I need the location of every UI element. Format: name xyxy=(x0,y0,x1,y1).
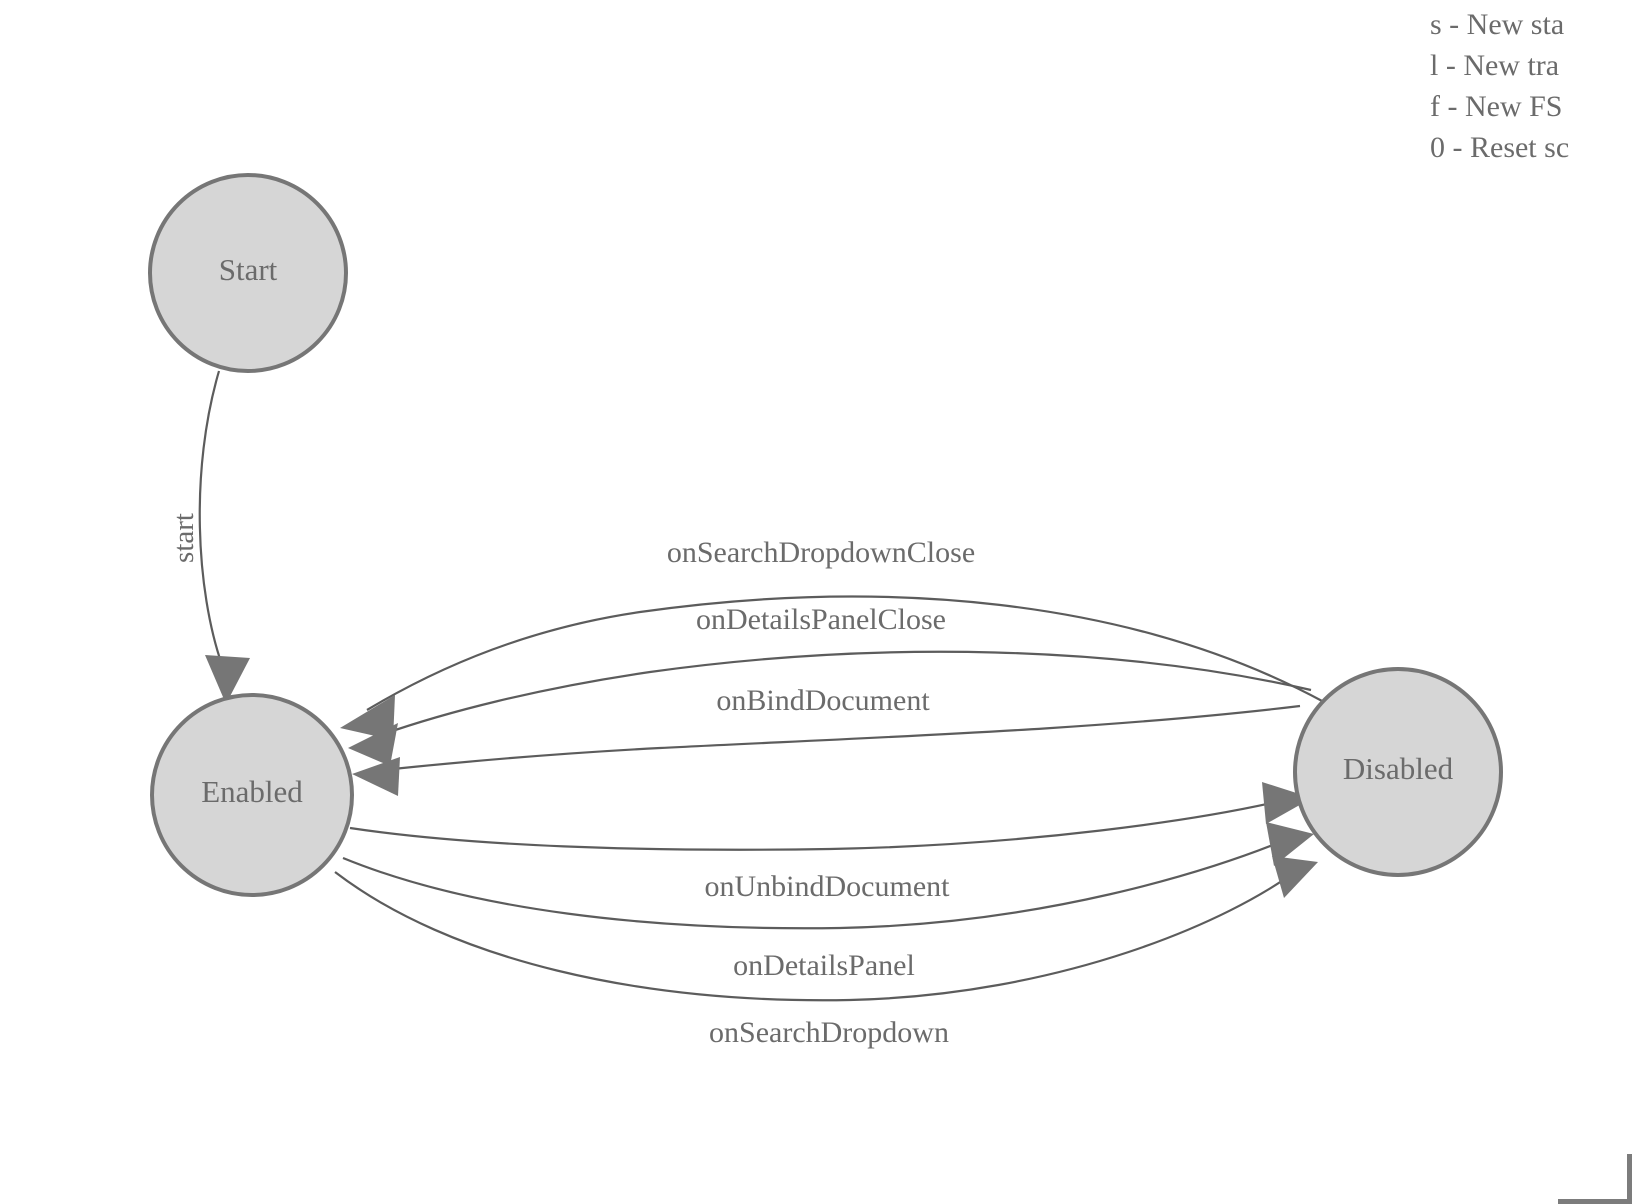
edge-enabled-to-disabled-onsearchdropdown[interactable] xyxy=(334,856,1318,1002)
edge-label-onsearchdropdownclose: onSearchDropdownClose xyxy=(667,536,975,569)
edge-path-start xyxy=(198,370,224,666)
edge-labels-layer: start onSearchDropdownClose onDetailsPan… xyxy=(168,513,975,1049)
node-disabled[interactable]: Disabled xyxy=(1293,667,1503,877)
edge-path-onunbinddocument xyxy=(349,798,1286,851)
edges-layer xyxy=(198,370,1325,1002)
keyboard-shortcuts-panel: s - New sta l - New tra f - New FS 0 - R… xyxy=(1430,0,1632,168)
node-disabled-label: Disabled xyxy=(1343,751,1454,786)
edge-label-start: start xyxy=(168,513,200,563)
node-start[interactable]: Start xyxy=(148,173,348,373)
resize-handle-horizontal-bar xyxy=(1558,1199,1632,1204)
edge-arrowhead-onsearchdropdownclose xyxy=(340,695,395,740)
edge-arrowhead-ondetailspanel xyxy=(1266,822,1314,866)
node-enabled-circle[interactable] xyxy=(150,693,354,897)
edge-path-onbinddocument xyxy=(382,704,1301,772)
resize-handle-vertical-bar xyxy=(1627,1154,1632,1204)
edge-arrowhead-onbinddocument xyxy=(352,757,400,796)
edge-disabled-to-enabled-onbinddocument[interactable] xyxy=(352,704,1301,796)
edge-path-onsearchdropdownclose xyxy=(366,595,1325,711)
node-start-circle[interactable] xyxy=(148,173,348,373)
edge-label-onunbinddocument: onUnbindDocument xyxy=(705,870,951,903)
nodes-layer: Start Enabled Disabled xyxy=(148,173,1503,897)
edge-path-ondetailspanel xyxy=(342,836,1291,930)
shortcut-new-fsm: f - New FS xyxy=(1430,90,1563,123)
edge-arrowhead-onunbinddocument xyxy=(1262,782,1312,824)
edge-disabled-to-enabled-ondetailspanelclose[interactable] xyxy=(348,650,1312,766)
edge-arrowhead-start xyxy=(205,655,250,704)
edge-label-ondetailspanelclose: onDetailsPanelClose xyxy=(696,603,946,636)
node-disabled-circle[interactable] xyxy=(1293,667,1503,877)
edge-label-ondetailspanel: onDetailsPanel xyxy=(733,949,915,982)
edge-start-to-enabled[interactable] xyxy=(198,370,250,704)
shortcut-new-state: s - New sta xyxy=(1430,8,1565,41)
edge-label-onsearchdropdown: onSearchDropdown xyxy=(709,1016,949,1049)
edge-enabled-to-disabled-ondetailspanel[interactable] xyxy=(342,822,1314,930)
edge-label-onbinddocument: onBindDocument xyxy=(716,684,930,717)
edge-enabled-to-disabled-onunbinddocument[interactable] xyxy=(349,782,1312,851)
edge-path-ondetailspanelclose xyxy=(374,650,1312,739)
shortcut-reset-scale: 0 - Reset sc xyxy=(1430,131,1570,164)
node-enabled[interactable]: Enabled xyxy=(150,693,354,897)
edge-arrowhead-ondetailspanelclose xyxy=(348,723,398,766)
edge-path-onsearchdropdown xyxy=(334,867,1301,1002)
edge-arrowhead-onsearchdropdown xyxy=(1272,856,1318,898)
resize-handle-corner[interactable] xyxy=(1558,1154,1632,1204)
node-enabled-label: Enabled xyxy=(201,774,303,809)
edge-disabled-to-enabled-onsearchdropdownclose[interactable] xyxy=(340,595,1325,740)
shortcut-new-transition: l - New tra xyxy=(1430,49,1560,82)
node-start-label: Start xyxy=(219,252,278,287)
